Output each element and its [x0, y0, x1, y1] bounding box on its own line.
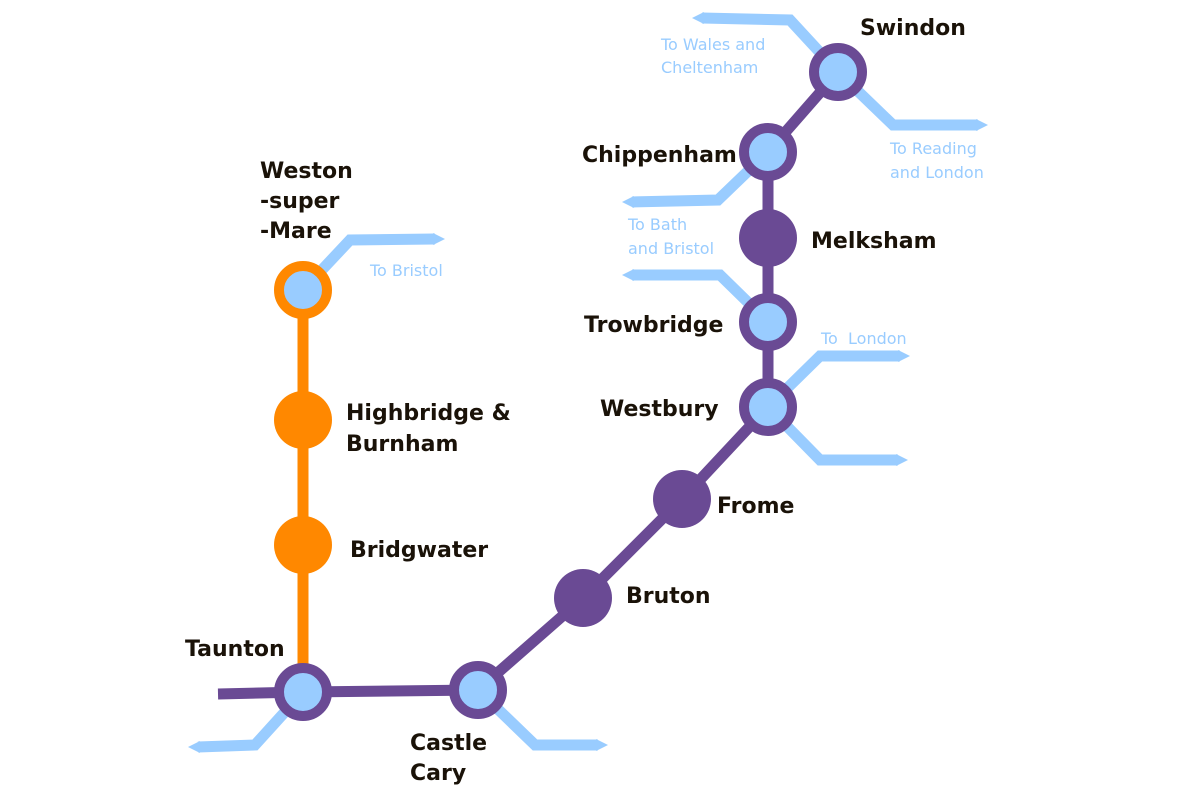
station-highbridge[interactable] — [274, 391, 332, 449]
label-to-bristol: To Bristol — [369, 261, 443, 280]
connection-spurs — [197, 12, 978, 753]
station-westbury[interactable] — [739, 378, 797, 436]
label-to-bath-2: and Bristol — [628, 239, 714, 258]
label-trowbridge: Trowbridge — [584, 313, 723, 338]
label-bruton: Bruton — [626, 584, 711, 609]
station-chippenham[interactable] — [739, 123, 797, 181]
station-markers — [274, 43, 867, 721]
station-trowbridge[interactable] — [739, 293, 797, 351]
purple-line — [217, 68, 843, 700]
station-bruton[interactable] — [554, 569, 612, 627]
label-weston-1: Weston — [260, 159, 353, 184]
station-weston[interactable] — [274, 261, 332, 319]
label-weston-2: -super — [260, 189, 340, 214]
label-frome: Frome — [717, 494, 794, 519]
station-swindon[interactable] — [809, 43, 867, 101]
label-weston-3: -Mare — [260, 219, 332, 244]
spur-arrowheads — [188, 12, 988, 753]
station-frome[interactable] — [653, 470, 711, 528]
label-castle-cary-1: Castle — [410, 731, 487, 756]
label-to-london: To London — [820, 329, 907, 348]
station-castle-cary[interactable] — [449, 661, 507, 719]
label-to-reading-2: and London — [890, 163, 984, 182]
label-to-wales-2: Cheltenham — [661, 58, 758, 77]
label-bridgwater: Bridgwater — [350, 538, 488, 563]
connection-labels: To Bristol To Wales and Cheltenham To Re… — [369, 35, 984, 348]
label-chippenham: Chippenham — [582, 143, 737, 168]
label-to-wales-1: To Wales and — [660, 35, 765, 54]
label-highbridge-2: Burnham — [346, 432, 458, 457]
station-bridgwater[interactable] — [274, 516, 332, 574]
label-highbridge-1: Highbridge & — [346, 401, 511, 426]
label-melksham: Melksham — [811, 229, 937, 254]
label-to-reading-1: To Reading — [889, 139, 977, 158]
label-castle-cary-2: Cary — [410, 761, 466, 786]
label-to-bath-1: To Bath — [627, 215, 687, 234]
label-westbury: Westbury — [600, 397, 719, 422]
station-melksham[interactable] — [739, 209, 797, 267]
station-labels: Weston -super -Mare Highbridge & Burnham… — [185, 16, 966, 786]
station-taunton[interactable] — [274, 663, 332, 721]
label-taunton: Taunton — [185, 637, 285, 662]
label-swindon: Swindon — [860, 16, 966, 41]
